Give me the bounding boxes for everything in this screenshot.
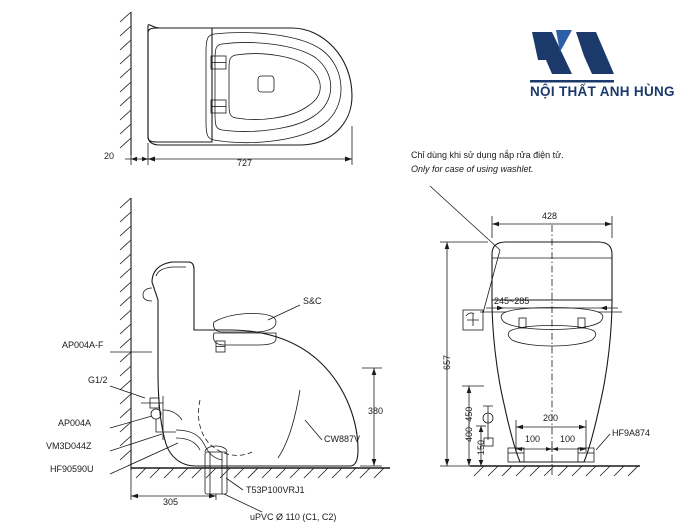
leader-ap004a: [109, 415, 153, 429]
leader-hf9a874: [595, 433, 611, 451]
floor-hatch-front: [473, 465, 639, 477]
dim-100-left: 100: [525, 434, 541, 444]
dim-wall-gap: 20: [104, 151, 115, 161]
wall-hatch-top: [119, 11, 132, 149]
callout-hf9a874: HF9A874: [612, 428, 651, 438]
floor-hatch: [135, 467, 385, 479]
leader-upvc: [223, 493, 263, 513]
leader-t53p: [225, 477, 244, 491]
leader-vm3d044z: [109, 433, 163, 452]
leader-g12: [109, 385, 146, 399]
callout-ap004a-f: AP004A-F: [62, 340, 104, 350]
dim-380: 380: [368, 406, 384, 416]
brand-name: NỘI THẤT ANH HÙNG: [530, 84, 675, 99]
dim-200: 200: [543, 413, 559, 423]
leader-cw887v: [304, 419, 323, 441]
note-vietnamese: Chỉ dùng khi sử dụng nắp rửa điện tử.: [411, 150, 564, 160]
leader-note: [482, 249, 501, 314]
leader-sc: [267, 304, 301, 321]
callout-cw887v: CW887V: [324, 434, 361, 444]
callout-hf90590u: HF90590U: [50, 464, 94, 474]
note-english: Only for case of using washlet.: [411, 164, 534, 174]
dim-657: 657: [442, 354, 452, 370]
dim-428: 428: [542, 211, 558, 221]
dim-150: 150: [476, 439, 486, 455]
callout-g1-2: G1/2: [88, 375, 108, 385]
callout-upvc: uPVC Ø 110 (C1, C2): [250, 512, 337, 522]
wall-hatch-side: [119, 197, 132, 461]
leader-hf90590u: [109, 442, 179, 475]
callout-s-and-c: S&C: [303, 296, 322, 306]
dim-400-450: 400~450: [464, 406, 474, 442]
dim-100-right: 100: [560, 434, 576, 444]
callout-ap004a: AP004A: [58, 418, 92, 428]
callout-t53p100vrj1: T53P100VRJ1: [246, 485, 305, 495]
logo-mark-icon: [530, 30, 614, 83]
dim-top-width: 727: [237, 158, 253, 168]
dim-305: 305: [163, 497, 179, 507]
callout-vm3d044z: VM3D044Z: [46, 441, 92, 451]
dim-245-285: 245~285: [494, 296, 530, 306]
